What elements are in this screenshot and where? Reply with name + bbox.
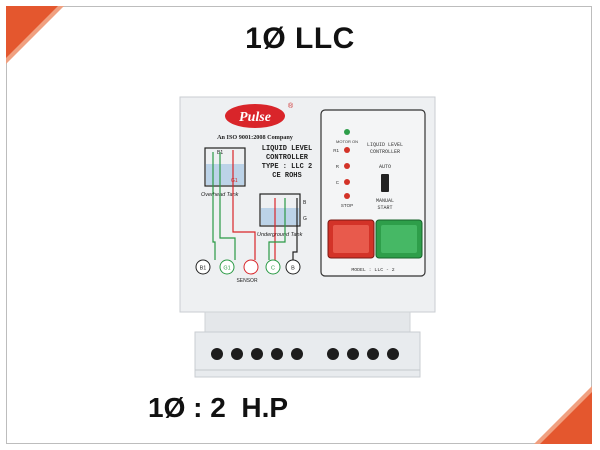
tank-mark-g1: G1: [231, 178, 238, 184]
motor-on-led: [344, 129, 350, 135]
terminal-b1-label: B1: [200, 266, 207, 272]
terminal-g1: [219, 259, 235, 275]
screw-terminal: [367, 348, 379, 360]
indicator-r1: R1: [333, 148, 339, 153]
mode-start-label: START: [377, 205, 392, 211]
stop-led: [344, 193, 350, 199]
wire-green-2: [219, 152, 236, 260]
stop-button-face: [333, 225, 369, 253]
product-line-4: CE ROHS: [272, 172, 301, 180]
screw-terminals-left: [211, 348, 303, 360]
underground-tank-water: [261, 208, 299, 225]
underground-tank-label: Underground Tank: [257, 232, 303, 238]
terminal-b: [285, 259, 301, 275]
screw-terminal: [271, 348, 283, 360]
product-line-2: CONTROLLER: [266, 154, 309, 162]
terminal-g: [265, 259, 281, 275]
wire-green-1: [212, 152, 216, 260]
screw-terminal: [211, 348, 223, 360]
product-line-1: LIQUID LEVEL: [262, 145, 312, 153]
underground-tank-icon: [259, 193, 301, 227]
auto-manual-switch: [381, 174, 389, 192]
wire-red-1: [232, 150, 256, 260]
wire-black: [292, 198, 298, 260]
terminal-g-label: C: [271, 266, 275, 272]
wire-green-3: [268, 198, 286, 260]
screw-terminals-right: [327, 348, 399, 360]
indicator-c: C: [336, 180, 340, 185]
overhead-tank-icon: [204, 147, 246, 187]
device-neck: [204, 311, 411, 333]
c-led: [344, 179, 350, 185]
terminal-b-label: B: [291, 266, 295, 272]
power-rating: 1Ø : 2 H.P: [148, 392, 289, 423]
terminal-common: [243, 259, 259, 275]
corner-accent-bottom-right: [540, 392, 592, 444]
registered-mark: ®: [288, 102, 294, 110]
tank-mark-b: B: [303, 200, 307, 206]
indicator-stop: STOP: [341, 203, 353, 208]
corner-accent-top-left: [6, 6, 58, 58]
tank-mark-g: G: [303, 216, 307, 222]
product-line-3: TYPE : LLC 2: [262, 163, 312, 171]
indicator-motor-on: MOTOR ON: [336, 139, 358, 144]
overhead-tank-water: [206, 164, 244, 185]
start-button-face: [381, 225, 417, 253]
model-label: MODEL : LLC - 2: [351, 267, 394, 273]
indicator-r: R: [336, 164, 340, 169]
screw-terminal: [231, 348, 243, 360]
product-heading: 1Ø LLC: [245, 22, 355, 55]
pulse-logo-badge: [225, 104, 285, 128]
mode-auto-label: AUTO: [379, 164, 391, 170]
r1-led: [344, 147, 350, 153]
panel-title-line-1: LIQUID LEVEL: [367, 142, 403, 148]
liquid-level-controller-device: Pulse ® An ISO 9001:2008 Company LIQUID …: [179, 96, 436, 378]
terminal-g1-label: G1: [223, 266, 230, 272]
screw-terminal: [387, 348, 399, 360]
brand-name: Pulse: [239, 110, 271, 125]
screw-terminal: [347, 348, 359, 360]
terminal-b1: [195, 259, 211, 275]
screw-terminal: [291, 348, 303, 360]
sensor-label: SENSOR: [236, 278, 258, 284]
mode-manual-label: MANUAL: [376, 198, 394, 204]
company-line: An ISO 9001:2008 Company: [217, 134, 294, 141]
screw-terminal: [251, 348, 263, 360]
panel-title-line-2: CONTROLLER: [370, 149, 400, 155]
screw-terminal: [327, 348, 339, 360]
r-led: [344, 163, 350, 169]
